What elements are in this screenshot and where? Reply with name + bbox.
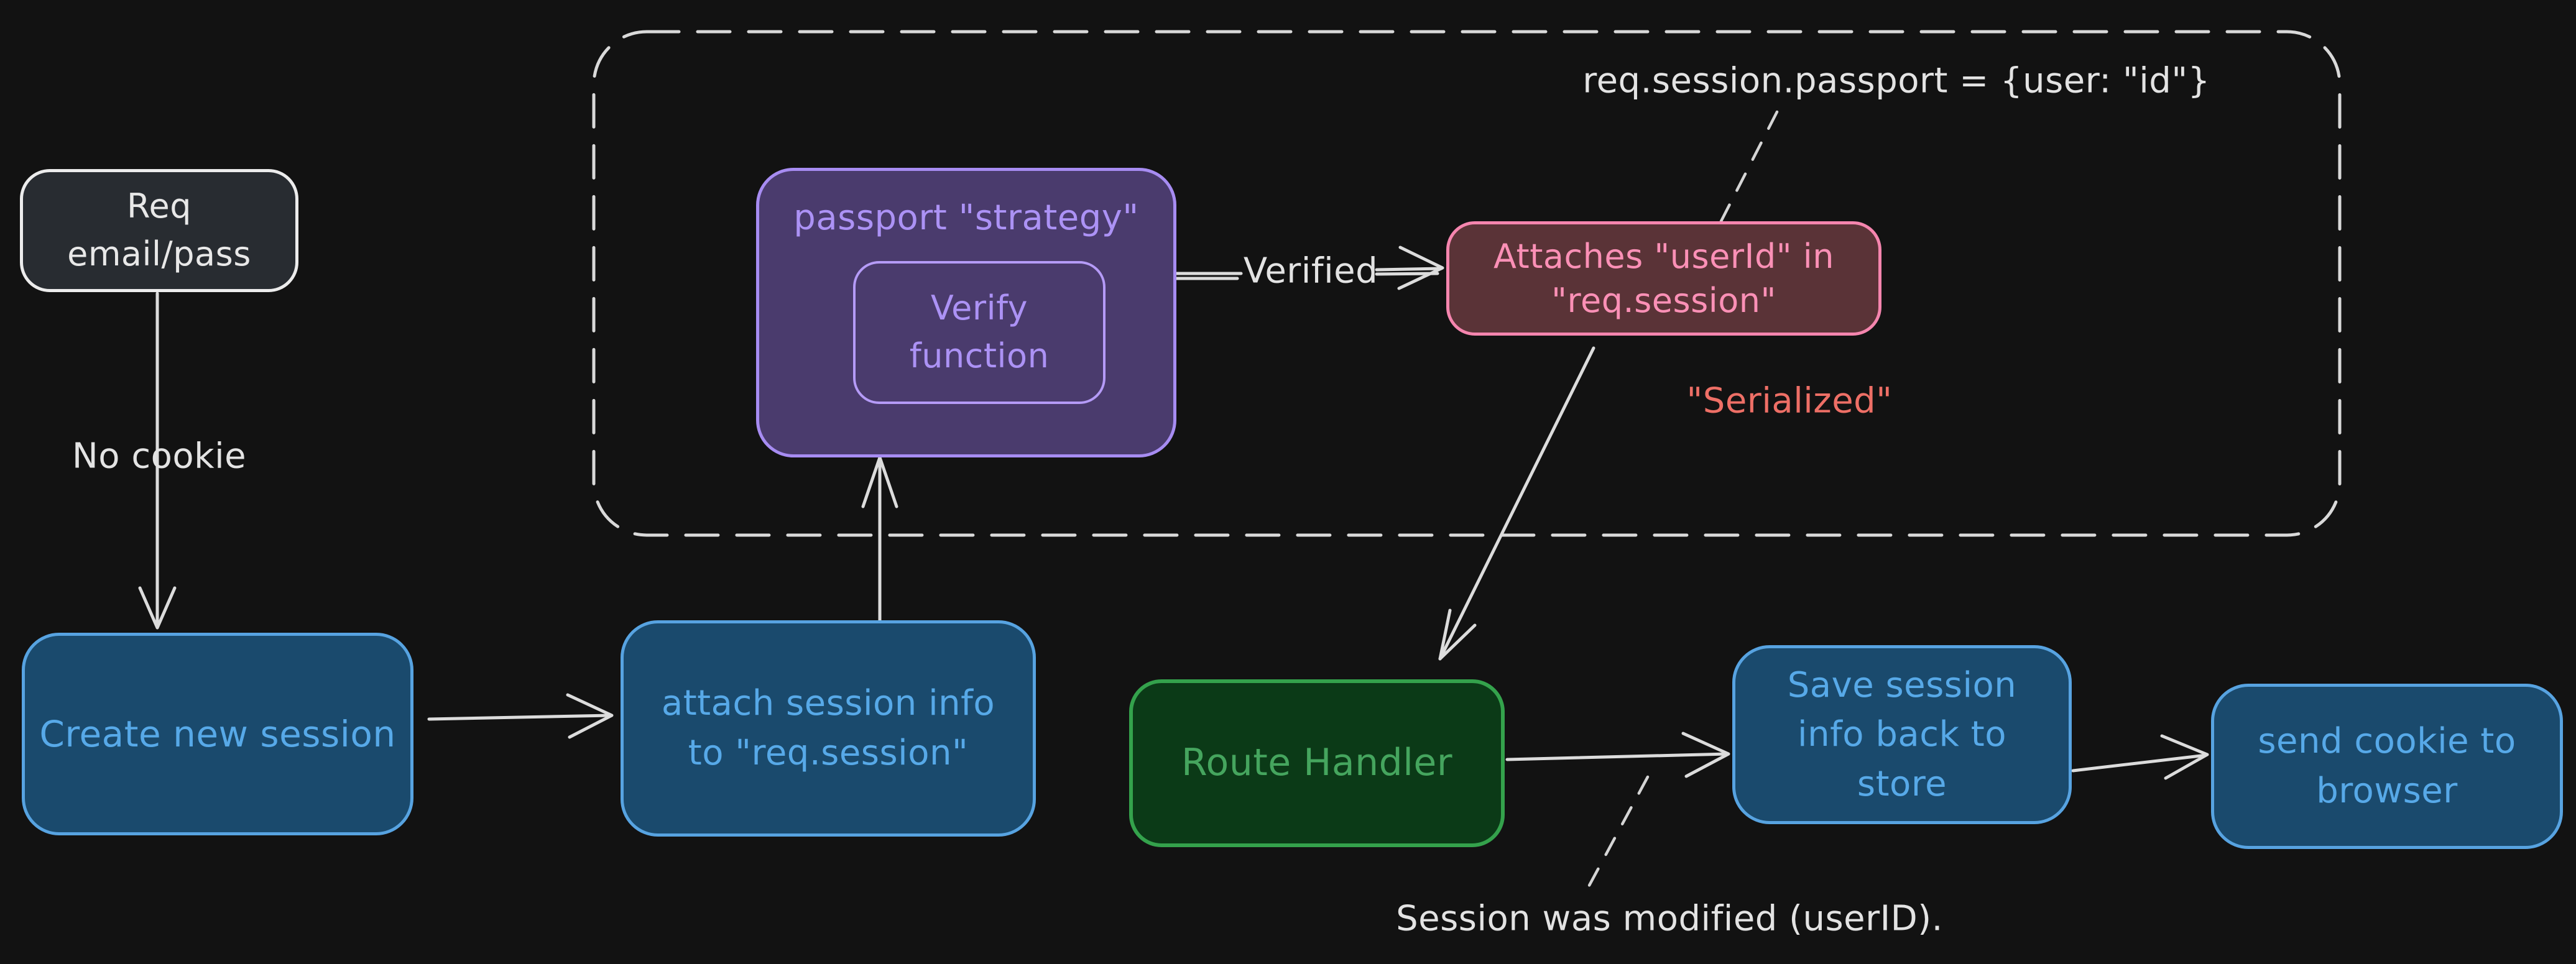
annotation-session-modified: Session was modified (userID). [1396, 898, 1943, 939]
arrow-serialize-to-route [1438, 346, 1595, 661]
node-label-line: Attaches "userId" in [1493, 236, 1834, 276]
node-label-line: passport "strategy" [793, 198, 1139, 238]
arrow-route-to-save [1505, 732, 1730, 778]
connector-passport-assign [1719, 110, 1779, 223]
edge-label-no-cookie: No cookie [72, 436, 247, 477]
node-passport-strategy: passport "strategy" [756, 168, 1176, 457]
edge-label-verified: Verified [1243, 250, 1378, 291]
node-label-line: function [909, 336, 1050, 375]
node-verify-function: Verify function [853, 261, 1106, 404]
annotation-passport-assign: req.session.passport = {user: "id"} [1582, 60, 2210, 101]
node-create-new-session: Create new session [22, 633, 413, 835]
node-label-line: Create new session [39, 712, 396, 755]
passport-flow-dashed-container [592, 30, 2342, 537]
annotation-serialized: "Serialized" [1686, 380, 1893, 421]
connector-session-modified [1585, 775, 1650, 892]
node-label-line: info back to [1798, 714, 2006, 755]
node-label-line: "req.session" [1551, 281, 1776, 320]
node-label-line: store [1857, 763, 1947, 804]
node-req-email-pass: Req email/pass [20, 169, 298, 292]
arrow-save-to-cookie [2071, 734, 2209, 780]
node-label-line: to "req.session" [688, 733, 969, 773]
arrow-create-to-attach [427, 693, 614, 739]
node-label-line: email/pass [67, 234, 251, 273]
arrow-attach-to-passport [861, 456, 898, 623]
node-save-session-store: Save session info back to store [1732, 645, 2072, 824]
node-send-cookie-browser: send cookie to browser [2211, 684, 2563, 849]
node-label-line: Save session [1787, 664, 2017, 705]
node-label-line: browser [2316, 771, 2458, 811]
arrow-verified [1175, 246, 1444, 290]
node-route-handler: Route Handler [1129, 679, 1505, 847]
arrow-no-cookie [138, 291, 177, 630]
node-attaches-userid: Attaches "userId" in "req.session" [1446, 221, 1881, 336]
node-attach-session-info: attach session info to "req.session" [621, 620, 1036, 837]
node-label-line: send cookie to [2258, 721, 2516, 762]
node-label-line: Req [126, 186, 192, 226]
node-label-line: attach session info [661, 683, 995, 724]
node-label-line: Route Handler [1181, 741, 1452, 785]
node-label-line: Verify [930, 288, 1028, 328]
